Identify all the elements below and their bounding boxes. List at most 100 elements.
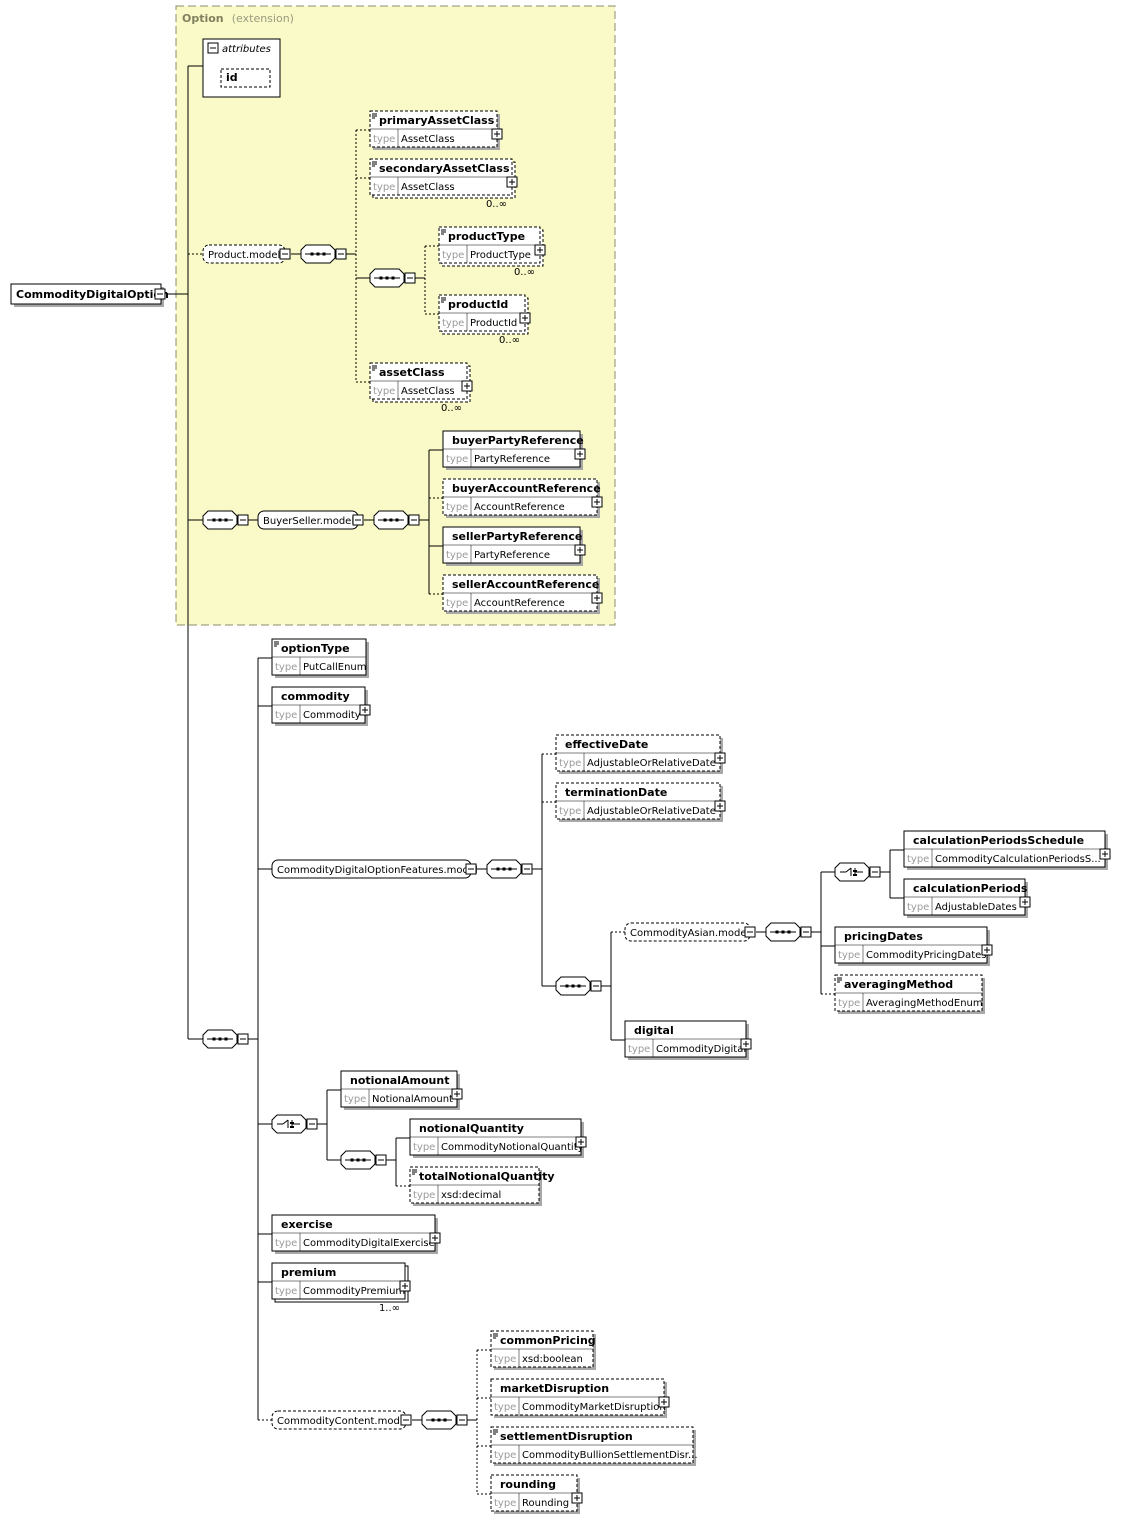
- sequence-compositor-icon: [300, 244, 347, 264]
- occurrence-label: 0..∞: [486, 199, 507, 210]
- element-name: premium: [281, 1266, 336, 1279]
- connector-lines: [166, 65, 904, 1495]
- element-name: sellerAccountReference: [452, 578, 599, 591]
- occurrence-label: 0..∞: [514, 267, 535, 278]
- element-type: PartyReference: [474, 454, 550, 465]
- group-features_model[interactable]: CommodityDigitalOptionFeatures.model: [271, 859, 478, 879]
- group-name: CommodityContent.model: [277, 1416, 409, 1427]
- element-name: primaryAssetClass: [379, 114, 495, 127]
- element-type: PutCallEnum: [303, 662, 367, 673]
- element-notionalQuantity[interactable]: notionalQuantity type CommodityNotionalQua…: [409, 1118, 587, 1158]
- extension-title: Option (extension): [182, 7, 294, 26]
- element-type: ProductType: [470, 250, 531, 261]
- element-name: pricingDates: [844, 930, 923, 943]
- sequence-compositor-icon: [486, 859, 533, 879]
- type-label: type: [344, 1094, 366, 1105]
- type-label: type: [373, 182, 395, 193]
- element-totalNotionalQuantity[interactable]: totalNotionalQuantity type xsd:decimal: [409, 1166, 555, 1206]
- type-label: type: [907, 854, 929, 865]
- element-type: CommodityDigital: [656, 1044, 746, 1055]
- attributes-title: attributes: [222, 44, 271, 55]
- element-type: AssetClass: [401, 182, 455, 193]
- element-type: AccountReference: [474, 502, 565, 513]
- group-name: Product.model: [208, 250, 280, 261]
- element-name: sellerPartyReference: [452, 530, 582, 543]
- element-type: AdjustableDates: [935, 902, 1017, 913]
- group-name: BuyerSeller.model: [263, 516, 354, 527]
- element-name: notionalQuantity: [419, 1122, 524, 1135]
- sequence-compositor-icon: [765, 922, 812, 942]
- element-type: xsd:boolean: [522, 1354, 583, 1365]
- type-label: type: [442, 318, 464, 329]
- element-type: CommodityPremium: [303, 1286, 405, 1297]
- element-type: Commodity: [303, 710, 361, 721]
- occurrence-label: 0..∞: [441, 403, 462, 414]
- group-product_model[interactable]: Product.model: [202, 244, 291, 264]
- element-productType[interactable]: productType type ProductType 0..∞: [438, 226, 546, 278]
- type-label: type: [275, 1286, 297, 1297]
- element-type: CommodityNotionalQuantity: [441, 1142, 584, 1153]
- element-type: AdjustableOrRelativeDate: [587, 806, 716, 817]
- occurrence-label: 1..∞: [379, 1303, 400, 1314]
- group-content_model[interactable]: CommodityContent.model: [271, 1410, 412, 1430]
- type-label: type: [446, 454, 468, 465]
- element-name: terminationDate: [565, 786, 667, 799]
- type-label: type: [446, 550, 468, 561]
- element-type: CommodityBullionSettlementDisr...: [522, 1450, 698, 1461]
- root-element-CommodityDigitalOption[interactable]: CommodityDigitalOption: [10, 283, 169, 307]
- type-label: type: [413, 1142, 435, 1153]
- type-label: type: [494, 1402, 516, 1413]
- element-name: commonPricing: [500, 1334, 596, 1347]
- group-buyer_seller_model[interactable]: BuyerSeller.model: [257, 510, 364, 530]
- group-name: CommodityAsian.model: [630, 928, 749, 939]
- element-commonPricing[interactable]: commonPricing type xsd:boolean: [490, 1330, 596, 1370]
- element-name: productId: [448, 298, 508, 311]
- type-label: type: [446, 502, 468, 513]
- type-label: type: [838, 950, 860, 961]
- element-name: rounding: [500, 1478, 556, 1491]
- type-label: type: [275, 1238, 297, 1249]
- element-name: settlementDisruption: [500, 1430, 633, 1443]
- sequence-compositor-icon: [555, 976, 602, 996]
- element-type: xsd:decimal: [441, 1190, 501, 1201]
- sequence-compositor-icon: [421, 1410, 468, 1430]
- element-name: productType: [448, 230, 525, 243]
- sequence-compositor-icon: [202, 1029, 249, 1049]
- type-label: type: [494, 1354, 516, 1365]
- type-label: type: [442, 250, 464, 261]
- group-asian_model[interactable]: CommodityAsian.model: [624, 922, 756, 942]
- element-type: AdjustableOrRelativeDate: [587, 758, 716, 769]
- element-secondaryAssetClass[interactable]: secondaryAssetClass type AssetClass 0..∞: [369, 158, 518, 210]
- element-name: exercise: [281, 1218, 333, 1231]
- diagram-nodes: CommodityDigitalOption attributesidProduc…: [10, 38, 1111, 1514]
- element-type: NotionalAmount: [372, 1094, 453, 1105]
- element-premium[interactable]: premium type CommodityPremium 1..∞: [271, 1262, 411, 1314]
- element-name: secondaryAssetClass: [379, 162, 510, 175]
- element-name: optionType: [281, 642, 350, 655]
- type-label: type: [413, 1190, 435, 1201]
- occurrence-label: 0..∞: [499, 335, 520, 346]
- element-name: totalNotionalQuantity: [419, 1170, 555, 1183]
